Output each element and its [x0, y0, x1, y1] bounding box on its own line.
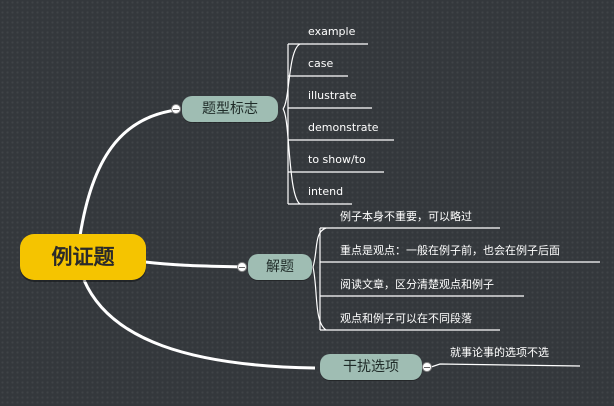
- leaf-node[interactable]: example: [308, 25, 356, 38]
- leaf-node[interactable]: 重点是观点：一般在例子前，也会在例子后面: [340, 244, 560, 257]
- collapse-toggle-icon[interactable]: [422, 362, 432, 372]
- connector-branch-2-leaves: [312, 227, 327, 331]
- leaf-node[interactable]: intend: [308, 185, 344, 198]
- connector-root-to-branch-3: [82, 279, 316, 370]
- connector-root-to-branch-2: [144, 260, 243, 269]
- leaf-node[interactable]: 就事论事的选项不选: [450, 346, 549, 359]
- leaf-node[interactable]: demonstrate: [308, 121, 379, 134]
- leaf-node[interactable]: 例子本身不重要，可以略过: [340, 210, 472, 223]
- branch-3-leaf-line: [427, 363, 581, 369]
- collapse-toggle-icon[interactable]: [237, 262, 247, 272]
- branch-node-question-markers[interactable]: 题型标志: [182, 96, 278, 122]
- leaf-node[interactable]: 阅读文章，区分清楚观点和例子: [340, 278, 494, 291]
- branch-node-solving[interactable]: 解题: [248, 254, 312, 280]
- collapse-toggle-icon[interactable]: [171, 104, 181, 114]
- connector-branch-1-leaves: [282, 43, 301, 205]
- leaf-node[interactable]: illustrate: [308, 89, 357, 102]
- connector-root-to-branch-1: [78, 108, 177, 237]
- branch-node-distractor-options[interactable]: 干扰选项: [320, 354, 422, 380]
- root-node[interactable]: 例证题: [20, 234, 146, 280]
- leaf-node[interactable]: case: [308, 57, 334, 70]
- leaf-node[interactable]: 观点和例子可以在不同段落: [340, 312, 472, 325]
- branch-2-leaf-lines: [319, 227, 600, 331]
- branch-1-leaf-lines: [287, 43, 394, 205]
- leaf-node[interactable]: to show/to: [308, 153, 366, 166]
